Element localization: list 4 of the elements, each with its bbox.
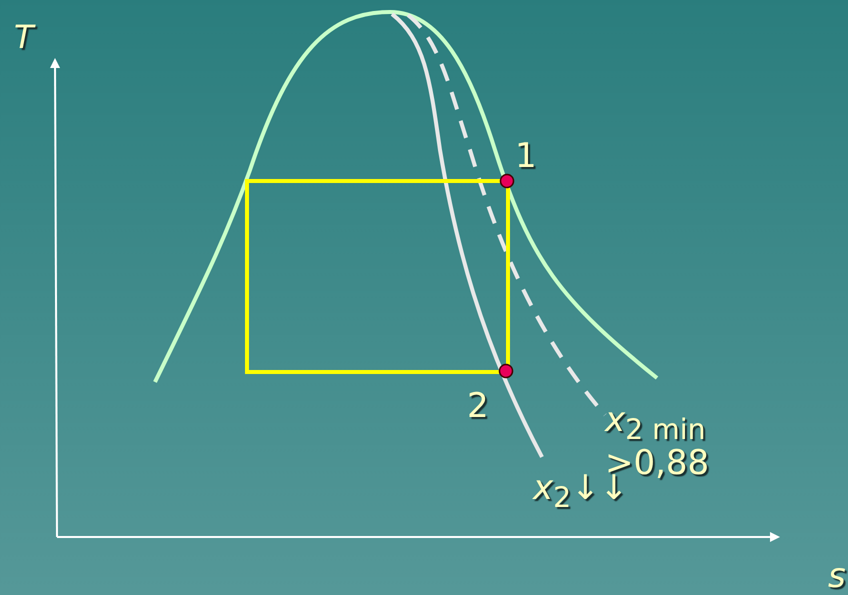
axis-label: T: [14, 20, 34, 56]
axis-label: s: [828, 558, 846, 595]
state-label: 1: [515, 138, 537, 176]
state-label: 2: [467, 388, 489, 426]
